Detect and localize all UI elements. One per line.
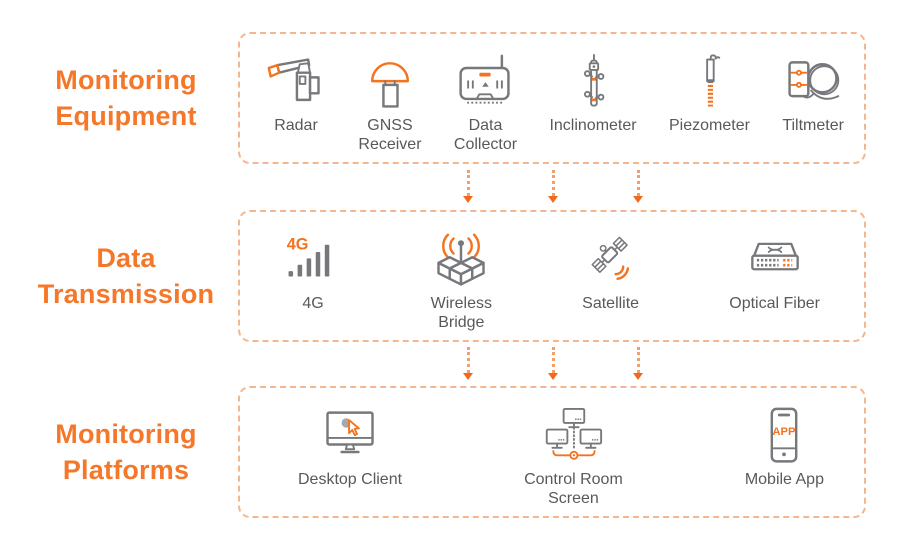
arrow-head-icon: [633, 373, 643, 380]
item-label: Piezometer: [669, 117, 750, 134]
radar-icon: [267, 58, 320, 102]
arrow-head-icon: [633, 196, 643, 203]
item-piezometer: Piezometer: [669, 47, 750, 135]
arrow-head-icon: [548, 373, 558, 380]
control-room-screen-icon: [546, 407, 603, 460]
item-inclinometer: Inclinometer: [549, 47, 637, 135]
satellite-icon: [591, 236, 629, 281]
item-optical-fiber: Optical Fiber: [729, 225, 820, 313]
flow-arrow-down: [548, 170, 558, 203]
item-label: Data Collector: [453, 117, 518, 153]
section-title-data-transmission: Data Transmission: [37, 243, 215, 309]
item-label: Inclinometer: [549, 117, 637, 134]
wireless-bridge-icon: [437, 233, 486, 286]
data-collector-icon: [459, 54, 511, 104]
mobile-app-icon: APP: [770, 407, 798, 463]
item-tiltmeter: Tiltmeter: [782, 47, 844, 135]
item-mobile-app: APP Mobile App: [745, 401, 824, 489]
item-label: Wireless Bridge: [430, 295, 492, 331]
item-label: Desktop Client: [298, 471, 403, 488]
flow-arrow-down: [463, 347, 473, 380]
flow-arrow-down: [548, 347, 558, 380]
item-label: Satellite: [582, 295, 640, 312]
flow-arrow-down: [463, 170, 473, 203]
panel-monitoring-platforms: Desktop Client: [238, 386, 866, 518]
gnss-receiver-icon: [370, 62, 409, 108]
flow-arrow-down: [633, 347, 643, 380]
arrow-head-icon: [548, 196, 558, 203]
arrow-head-icon: [463, 196, 473, 203]
flow-arrow-down: [633, 170, 643, 203]
item-label: Optical Fiber: [729, 295, 820, 312]
optical-fiber-icon: [750, 242, 799, 271]
section-title-monitoring-equipment: Monitoring Equipment: [55, 65, 197, 131]
item-label: Tiltmeter: [782, 117, 844, 134]
item-data-collector: Data Collector: [454, 47, 517, 154]
panel-monitoring-equipment: Radar GNSS Receiver: [238, 32, 866, 164]
item-label: Control Room Screen: [524, 471, 623, 507]
item-desktop-client: Desktop Client: [298, 401, 402, 489]
arrow-head-icon: [463, 373, 473, 380]
panel-data-transmission: 4G 4G: [238, 210, 866, 342]
item-satellite: Satellite: [581, 225, 641, 313]
section-title-monitoring-platforms: Monitoring Platforms: [55, 419, 197, 485]
item-radar: Radar: [266, 47, 326, 135]
item-label: Radar: [274, 117, 318, 134]
item-label: Mobile App: [744, 471, 824, 488]
desktop-client-icon: [326, 411, 374, 454]
item-control-room-screen: Control Room Screen: [524, 401, 623, 508]
item-label: GNSS Receiver: [358, 117, 422, 153]
svg-text:4G: 4G: [287, 235, 309, 253]
piezometer-icon: [706, 54, 721, 107]
item-4g: 4G 4G: [284, 225, 342, 313]
svg-text:APP: APP: [773, 426, 797, 438]
4g-signal-icon: 4G: [287, 235, 330, 277]
item-wireless-bridge: Wireless Bridge: [431, 225, 492, 332]
item-label: 4G: [302, 295, 324, 312]
tiltmeter-icon: [788, 61, 840, 100]
inclinometer-icon: [584, 53, 605, 107]
item-gnss-receiver: GNSS Receiver: [358, 47, 422, 154]
